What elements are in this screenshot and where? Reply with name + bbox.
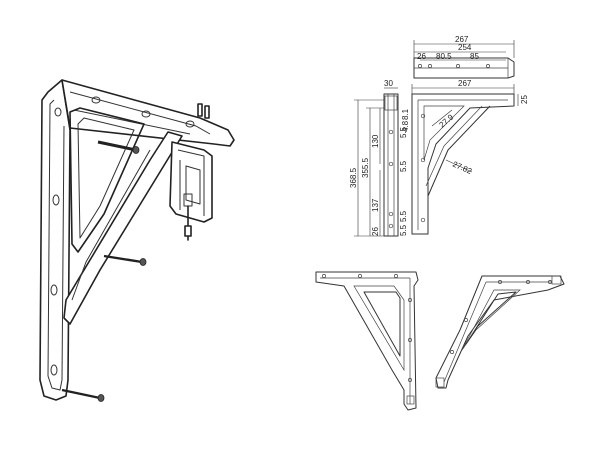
- lower-right-hole: [498, 280, 502, 284]
- front-view-brace-inner: [425, 105, 483, 187]
- lower-right-hole: [548, 280, 552, 284]
- top-view-hole: [428, 64, 432, 68]
- dim-top-b: 80.5: [436, 52, 452, 61]
- dim-top-inner: 254: [458, 43, 472, 52]
- lower-left-cutout: [363, 291, 401, 357]
- leg-hole: [54, 107, 62, 117]
- lower-right-inner: [443, 281, 552, 383]
- lower-left-hole: [408, 338, 412, 342]
- dim-front-width: 267: [458, 79, 472, 88]
- front-hole: [420, 157, 426, 163]
- dim-side-hole-d: 5.5: [399, 224, 408, 236]
- lower-right-clamp: [551, 275, 562, 285]
- dim-front-top: 25: [520, 95, 529, 104]
- side-view: 30 368.5 355.5 130 137 26 5.5 5.5 5.5 5.…: [349, 79, 408, 237]
- lower-left-foot: [406, 395, 415, 405]
- lower-left-hole: [408, 298, 412, 302]
- top-view-hole: [486, 64, 490, 68]
- screw-upper: [97, 140, 140, 154]
- lower-right-hole: [450, 350, 454, 354]
- front-hole: [420, 217, 426, 223]
- leg-hole: [52, 194, 60, 206]
- dim-side-top: 30: [384, 79, 393, 88]
- dim-side-total: 368.5: [349, 167, 358, 188]
- clamp-block: [169, 141, 213, 223]
- dim-side-inner: 355.5: [361, 157, 370, 178]
- leg-hole: [50, 364, 58, 376]
- lower-left-hole: [322, 274, 326, 278]
- lower-right-cutout: [465, 291, 517, 345]
- dim-side-hole-a: 5.5: [399, 126, 408, 138]
- leg-hole: [50, 284, 58, 296]
- dim-side-lower: 137: [371, 198, 380, 212]
- front-view-outline: [411, 93, 515, 235]
- bracket-triangle-cutout: [69, 107, 145, 253]
- bracket-top-arm-inner: [69, 91, 211, 135]
- bracket-brace-inner: [71, 149, 151, 301]
- top-view-hole: [418, 64, 422, 68]
- side-hole: [388, 129, 394, 135]
- lower-left-hole: [408, 378, 412, 382]
- dim-top-c: 85: [470, 52, 479, 61]
- dim-side-hole-c: 5.5: [399, 210, 408, 222]
- side-hole: [388, 161, 394, 167]
- bracket-view-lower-right: [435, 275, 565, 389]
- front-hole: [420, 113, 426, 119]
- front-view: 267 25 27.9 27.82 4.8 8.1: [401, 79, 529, 235]
- clamp-bolt-head: [184, 225, 192, 237]
- dim-top-overall: 267: [455, 35, 469, 44]
- bracket-vertical-leg-inner: [47, 99, 65, 391]
- lower-right-hole: [526, 280, 530, 284]
- dim-side-upper: 130: [371, 134, 380, 148]
- dim-side-base: 26: [371, 227, 380, 236]
- clamp-block-face: [177, 149, 205, 216]
- arm-hole: [185, 120, 195, 128]
- front-view-inner: [417, 99, 508, 230]
- dim-top-a: 26: [417, 52, 426, 61]
- arm-hole: [91, 96, 101, 104]
- dim-front-hole-b: 8.1: [401, 108, 410, 120]
- bracket-triangle-cutout-inner: [77, 117, 135, 239]
- dim-front-arm-b: 27.82: [451, 160, 473, 177]
- lower-left-hole: [358, 274, 362, 278]
- lower-left-outline: [315, 271, 419, 411]
- arm-stud: [197, 103, 203, 117]
- dim-front-arm-a: 27.9: [438, 112, 456, 129]
- screw-lower: [61, 388, 105, 402]
- dim-front-hole-a: 4.8: [401, 120, 410, 132]
- bracket-diagonal-brace: [63, 131, 183, 325]
- side-hole: [388, 223, 394, 229]
- lower-left-hole: [394, 274, 398, 278]
- top-view: 267 254 26 80.5 85: [413, 35, 515, 79]
- front-view-brace: [427, 105, 491, 197]
- bracket-view-lower-left: [315, 271, 419, 411]
- side-view-outline: [383, 93, 399, 237]
- top-view-hole: [456, 64, 460, 68]
- bracket-vertical-leg: [39, 79, 71, 401]
- side-hole: [388, 211, 394, 217]
- screw-middle: [103, 254, 147, 266]
- lower-right-outline: [435, 275, 565, 389]
- isometric-bracket: [39, 79, 235, 402]
- arm-hole: [141, 110, 151, 118]
- dim-side-hole-b: 5.5: [399, 160, 408, 172]
- side-view-cap: [384, 95, 398, 111]
- lower-right-hole: [464, 318, 468, 322]
- lower-right-foot: [435, 377, 445, 388]
- lower-left-inner: [320, 277, 411, 404]
- arm-stud: [204, 105, 210, 119]
